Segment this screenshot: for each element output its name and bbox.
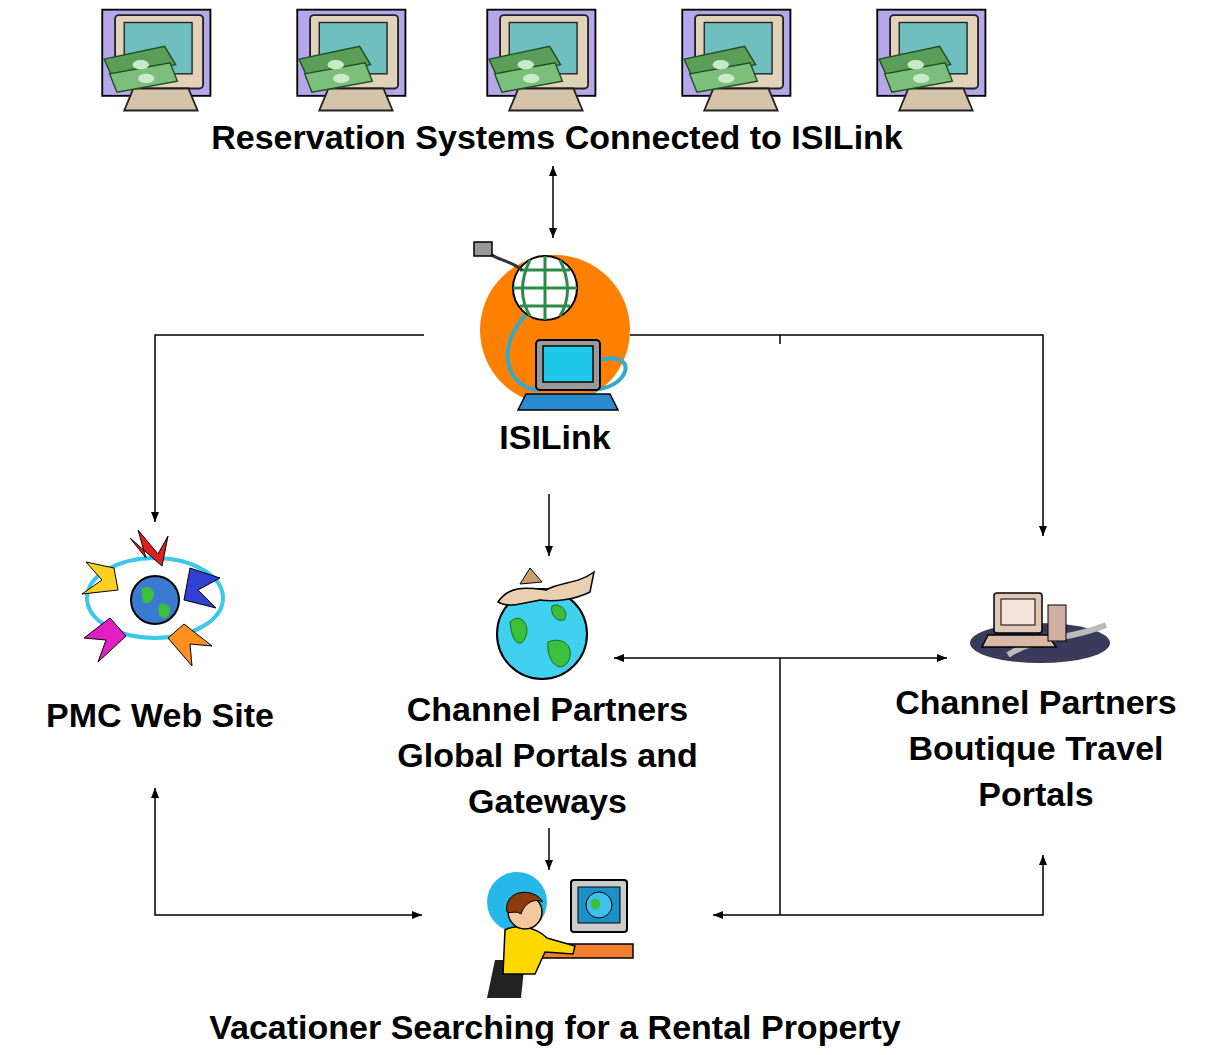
connector-arrow bbox=[155, 788, 422, 915]
icon-part bbox=[474, 242, 492, 256]
node-label: Channel Partners Global Portals and Gate… bbox=[360, 686, 735, 824]
icon-part bbox=[510, 605, 570, 667]
connector-arrow bbox=[713, 855, 1043, 915]
icon-part bbox=[480, 255, 630, 405]
icon-part bbox=[82, 562, 118, 594]
node-label: Reservation Systems Connected to ISILink bbox=[117, 114, 997, 160]
icon-part bbox=[142, 587, 171, 618]
node-label: Channel Partners Boutique Travel Portals bbox=[866, 679, 1206, 817]
money-computer bbox=[682, 10, 790, 111]
global-portal-icon bbox=[497, 568, 594, 679]
icon-part bbox=[1048, 605, 1066, 641]
boutique-portal-icon bbox=[970, 593, 1110, 663]
connector-arrow bbox=[552, 166, 554, 238]
money-computer bbox=[297, 10, 405, 111]
icon-part bbox=[503, 927, 575, 974]
icon-part bbox=[994, 593, 1042, 633]
icon-part bbox=[571, 880, 627, 932]
labelled-icon-node: Reservation Systems Connected to ISILink bbox=[117, 4, 997, 160]
labelled-icon-node: Channel Partners Boutique Travel Portals bbox=[866, 582, 1206, 817]
reservation-computers bbox=[102, 10, 985, 111]
icon-part bbox=[487, 872, 547, 932]
icon-part bbox=[508, 310, 626, 390]
money-computer bbox=[102, 10, 210, 111]
isilink-icon bbox=[474, 242, 630, 410]
icon-part bbox=[586, 892, 612, 918]
labelled-icon-node: ISILink bbox=[465, 238, 645, 460]
icon-part bbox=[982, 635, 1056, 647]
icon-part bbox=[130, 530, 168, 566]
connector-arrow bbox=[614, 657, 947, 659]
icon-part bbox=[1001, 599, 1035, 625]
icon-part bbox=[507, 892, 543, 914]
connector-arrow bbox=[548, 828, 550, 870]
pmc-web-icon bbox=[82, 530, 223, 666]
junction-tick bbox=[779, 335, 781, 344]
labelled-icon-node: Channel Partners Global Portals and Gate… bbox=[360, 562, 735, 824]
icon-part bbox=[168, 624, 212, 666]
icon-part bbox=[591, 899, 601, 910]
connector-arrow bbox=[630, 335, 1043, 536]
icon-part bbox=[513, 256, 577, 320]
icon-part bbox=[543, 346, 593, 382]
node-label: Vacationer Searching for a Rental Proper… bbox=[150, 1004, 960, 1050]
node-label: PMC Web Site bbox=[10, 692, 310, 738]
icon-part bbox=[131, 576, 179, 624]
money-computer bbox=[487, 10, 595, 111]
icon-part bbox=[578, 887, 620, 923]
connector-arrow bbox=[155, 335, 424, 522]
icon-part bbox=[84, 618, 126, 662]
icon-part bbox=[513, 256, 577, 320]
icon-part bbox=[536, 340, 600, 390]
money-computer bbox=[877, 10, 985, 111]
labelled-icon-node: PMC Web Site bbox=[10, 520, 310, 738]
icon-part bbox=[488, 252, 522, 270]
vacationer-icon bbox=[487, 872, 633, 998]
icon-part bbox=[520, 568, 542, 584]
node-label: ISILink bbox=[465, 414, 645, 460]
icon-part bbox=[184, 568, 220, 608]
junction-wire bbox=[779, 658, 781, 915]
labelled-icon-node: Vacationer Searching for a Rental Proper… bbox=[150, 868, 960, 1050]
icon-part bbox=[518, 394, 618, 410]
icon-part bbox=[498, 572, 594, 605]
connector-arrow bbox=[548, 494, 550, 556]
